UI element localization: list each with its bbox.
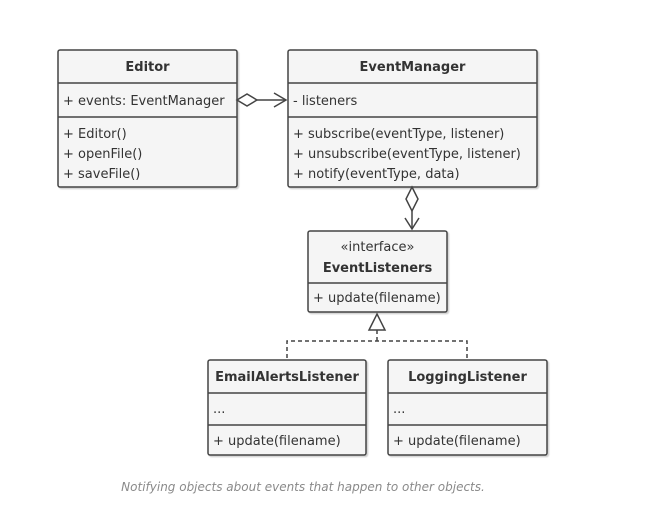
email-alerts-listener-class: EmailAlertsListener ... + update(filenam… — [207, 359, 367, 456]
event-manager-method-notify: + notify(eventType, data) — [293, 167, 460, 182]
logging-listener-class: LoggingListener ... + update(filename) — [387, 359, 548, 456]
aggregation-diamond-icon — [235, 93, 259, 107]
event-listeners-stereotype: «interface» — [341, 240, 415, 255]
open-arrow-icon — [273, 92, 288, 108]
editor-class: Editor + events: EventManager + Editor()… — [57, 49, 238, 188]
interface-realization — [286, 312, 468, 358]
editor-method-constructor: + Editor() — [63, 127, 127, 142]
event-manager-method-unsubscribe: + unsubscribe(eventType, listener) — [293, 147, 521, 162]
editor-method-openfile: + openFile() — [63, 147, 142, 162]
uml-class-diagram: Editor + events: EventManager + Editor()… — [57, 49, 548, 456]
diagram-caption: Notifying objects about events that happ… — [121, 480, 485, 494]
event-listeners-interface: «interface» EventListeners + update(file… — [307, 230, 448, 313]
logging-listener-method-update: + update(filename) — [393, 434, 521, 449]
editor-field-events: + events: EventManager — [63, 94, 225, 109]
email-alerts-listener-class-name: EmailAlertsListener — [215, 370, 359, 385]
email-alerts-listener-fields: ... — [213, 402, 225, 417]
event-manager-class: EventManager - listeners + subscribe(eve… — [287, 49, 538, 188]
event-manager-method-subscribe: + subscribe(eventType, listener) — [293, 127, 504, 142]
editor-class-name: Editor — [125, 60, 170, 75]
logging-listener-fields: ... — [393, 402, 405, 417]
event-listeners-method-update: + update(filename) — [313, 291, 441, 306]
open-arrow-icon — [404, 217, 420, 231]
event-manager-class-name: EventManager — [360, 60, 466, 75]
email-alerts-listener-method-update: + update(filename) — [213, 434, 341, 449]
editor-eventmanager-aggregation — [235, 92, 288, 108]
realization-triangle-icon — [367, 312, 387, 331]
event-manager-field-listeners: - listeners — [293, 94, 357, 109]
logging-listener-class-name: LoggingListener — [408, 370, 527, 385]
eventmanager-listeners-aggregation — [404, 185, 420, 231]
aggregation-diamond-icon — [405, 185, 419, 213]
event-listeners-class-name: EventListeners — [323, 261, 433, 276]
editor-method-savefile: + saveFile() — [63, 167, 140, 182]
